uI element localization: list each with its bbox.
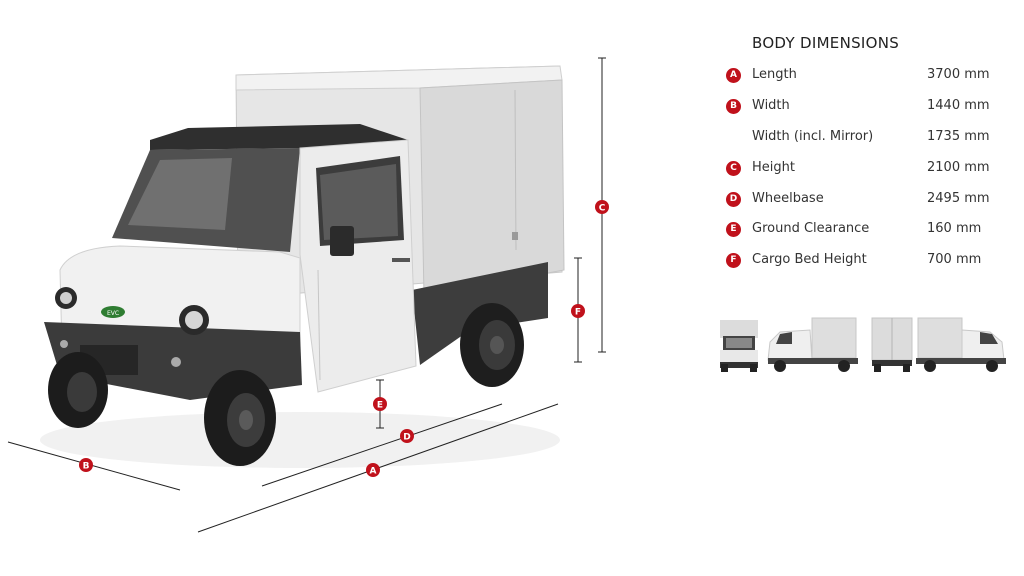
badge-e: E — [373, 397, 387, 411]
spec-badge: D — [726, 192, 741, 207]
spec-badge: B — [726, 99, 741, 114]
brand-logo-text: EVC — [107, 310, 119, 317]
spec-badge: E — [726, 222, 741, 237]
spec-label: Cargo Bed Height — [752, 252, 867, 267]
badge-d: D — [400, 429, 414, 443]
spec-value: 160 mm — [927, 221, 982, 236]
badge-a: A — [366, 463, 380, 477]
spec-label: Height — [752, 160, 795, 175]
badge-b: B — [79, 458, 93, 472]
svg-text:C: C — [599, 204, 606, 214]
thumbnail-front-view — [720, 320, 758, 372]
spec-value: 3700 mm — [927, 67, 990, 82]
spec-value: 1440 mm — [927, 98, 990, 113]
spec-badge: A — [726, 68, 741, 83]
svg-text:B: B — [83, 462, 90, 472]
spec-row-height: C Height 2100 mm — [722, 159, 1002, 179]
brand-logo: EVC — [101, 306, 125, 318]
badge-f: F — [571, 304, 585, 318]
front-wheel-right — [204, 370, 276, 466]
spec-badge: C — [726, 161, 741, 176]
rear-wheel — [460, 303, 524, 387]
spec-row-ground-clearance: E Ground Clearance 160 mm — [722, 220, 1002, 240]
spec-value: 2495 mm — [927, 191, 990, 206]
spec-value: 2100 mm — [927, 160, 990, 175]
spec-label: Wheelbase — [752, 191, 824, 206]
spec-row-wheelbase: D Wheelbase 2495 mm — [722, 190, 1002, 210]
spec-row-width: B Width 1440 mm — [722, 97, 1002, 117]
spec-title: BODY DIMENSIONS — [752, 34, 900, 52]
spec-row-width-incl-mirror: Width (incl. Mirror) 1735 mm — [722, 128, 1002, 148]
truck-illustration: EVC — [40, 65, 565, 468]
svg-text:A: A — [370, 467, 377, 477]
thumbnail-side-view-right — [916, 317, 1006, 372]
thumbnail-rear-view — [871, 317, 913, 372]
spec-label: Width (incl. Mirror) — [752, 129, 874, 144]
spec-value: 1735 mm — [927, 129, 990, 144]
svg-text:F: F — [575, 308, 581, 318]
spec-label: Ground Clearance — [752, 221, 870, 236]
thumbnail-side-view-left — [767, 317, 858, 372]
vehicle-view-thumbnails — [720, 317, 1006, 372]
svg-text:E: E — [377, 401, 383, 411]
spec-row-cargo-bed-height: F Cargo Bed Height 700 mm — [722, 251, 1002, 271]
svg-text:D: D — [403, 433, 410, 443]
spec-row-length: A Length 3700 mm — [722, 66, 1002, 86]
spec-label: Length — [752, 67, 797, 82]
spec-value: 700 mm — [927, 252, 982, 267]
front-wheel-left — [48, 352, 108, 428]
spec-label: Width — [752, 98, 790, 113]
spec-badge: F — [726, 253, 741, 268]
badge-c: C — [595, 200, 609, 214]
